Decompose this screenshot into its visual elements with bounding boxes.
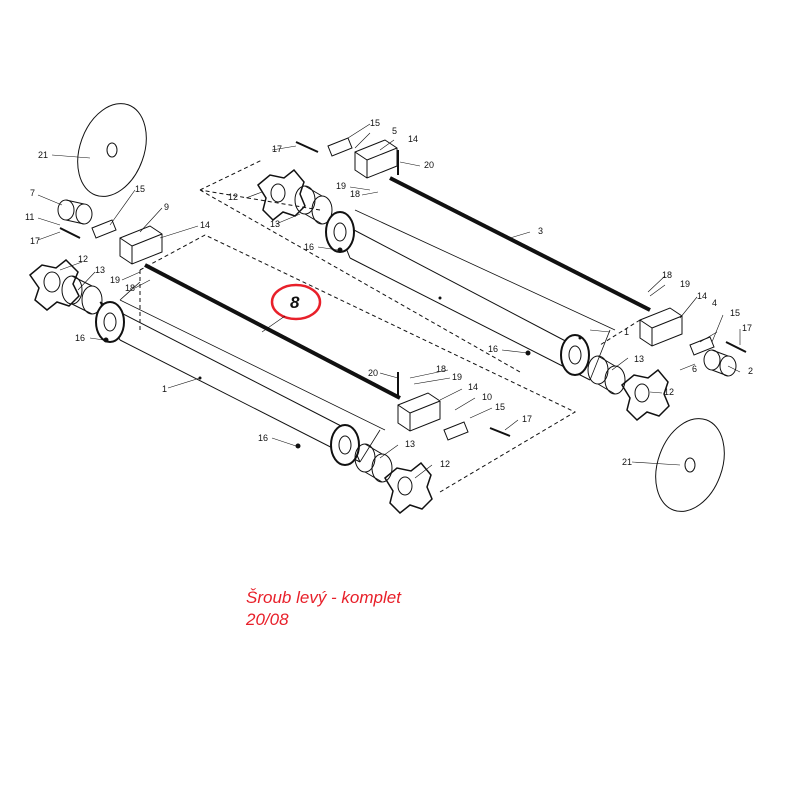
callout: 20 <box>424 160 434 170</box>
callout: 12 <box>228 192 238 202</box>
part-caption-date: 20/08 <box>246 610 289 629</box>
callout: 15 <box>370 118 380 128</box>
callout: 5 <box>392 126 397 136</box>
callout: 12 <box>78 254 88 264</box>
callout: 1 <box>162 384 167 394</box>
sleeve-rear-top <box>294 185 333 225</box>
plate-front <box>443 421 469 441</box>
callout: 16 <box>258 433 268 443</box>
stud-4 <box>295 443 301 449</box>
screw-rear-top <box>295 141 319 153</box>
bearing-block-right <box>639 307 683 347</box>
disc-top-left <box>77 103 147 197</box>
callout: 20 <box>368 368 378 378</box>
callout: 12 <box>440 459 450 469</box>
callout: 17 <box>30 236 40 246</box>
front-assembly-outline <box>139 234 577 493</box>
callout: 13 <box>634 354 644 364</box>
callout: 15 <box>730 308 740 318</box>
callout: 14 <box>200 220 210 230</box>
leader-lines <box>37 123 741 479</box>
sleeve-left <box>61 275 103 315</box>
star-knob-left <box>28 258 80 311</box>
stud-2 <box>337 247 343 253</box>
screw-left <box>59 227 81 239</box>
rear-roller <box>325 209 616 381</box>
callout: 12 <box>664 387 674 397</box>
callout: 16 <box>488 344 498 354</box>
nut-right <box>703 349 737 377</box>
rear-screw-shaft <box>389 174 651 312</box>
callout: 21 <box>622 457 632 467</box>
callout: 16 <box>304 242 314 252</box>
part-callouts: 21 7 15 11 17 9 14 12 13 19 18 16 1 15 5… <box>25 118 753 469</box>
callout: 19 <box>680 279 690 289</box>
callout: 10 <box>482 392 492 402</box>
star-knob-rear-top <box>257 168 306 222</box>
bearing-block-rear-top <box>354 139 398 179</box>
callout: 13 <box>405 439 415 449</box>
highlight-part-number: 8 <box>290 293 300 312</box>
callout: 14 <box>468 382 478 392</box>
callout: 13 <box>270 219 280 229</box>
callout: 7 <box>30 188 35 198</box>
callout: 18 <box>436 364 446 374</box>
disc-bottom-right <box>655 418 725 512</box>
callout: 19 <box>452 372 462 382</box>
callout: 4 <box>712 298 717 308</box>
screw-front <box>489 427 511 437</box>
callout: 18 <box>350 189 360 199</box>
callout: 2 <box>748 366 753 376</box>
stud-1 <box>103 337 109 343</box>
callout: 16 <box>75 333 85 343</box>
callout: 14 <box>697 291 707 301</box>
callout: 3 <box>538 226 543 236</box>
plate-rear-top <box>327 137 353 157</box>
nut-left <box>57 199 93 225</box>
sleeve-front-bottom <box>354 443 393 483</box>
star-knob-right <box>621 368 670 422</box>
callout: 15 <box>495 402 505 412</box>
front-roller <box>95 281 386 466</box>
plate-right <box>689 336 715 356</box>
callout: 21 <box>38 150 48 160</box>
callout: 17 <box>522 414 532 424</box>
bearing-block-front <box>397 392 441 432</box>
callout: 19 <box>336 181 346 191</box>
screw-right <box>725 341 747 353</box>
callout: 14 <box>408 134 418 144</box>
callout: 9 <box>164 202 169 212</box>
callout: 6 <box>692 364 697 374</box>
callout: 15 <box>135 184 145 194</box>
bearing-block-left <box>119 225 163 265</box>
callout: 17 <box>272 144 282 154</box>
part-caption-title: Šroub levý - komplet <box>246 588 401 607</box>
star-knob-front-bottom <box>384 461 433 515</box>
front-screw-shaft <box>144 261 401 400</box>
callout: 1 <box>624 327 629 337</box>
callout: 18 <box>662 270 672 280</box>
plate-left <box>91 219 117 239</box>
callout: 13 <box>95 265 105 275</box>
callout: 17 <box>742 323 752 333</box>
callout: 19 <box>110 275 120 285</box>
sleeve-right <box>587 355 626 395</box>
callout: 18 <box>125 283 135 293</box>
callout: 11 <box>25 212 34 222</box>
highlight-ellipse <box>270 283 322 321</box>
